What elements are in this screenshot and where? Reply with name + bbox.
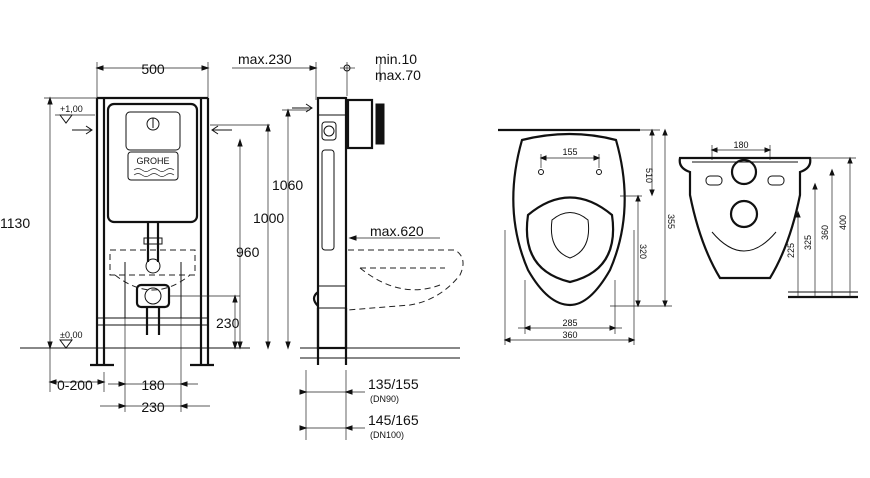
dim-h1000: 1000 — [253, 210, 284, 226]
dim-offset: 0-200 — [57, 377, 93, 393]
dim-dn90-range: 135/155 — [368, 376, 419, 392]
dim-bolt-spacing: 155 — [562, 147, 577, 157]
dim-seat: 320 — [638, 244, 648, 259]
dim-width-outer: 360 — [562, 330, 577, 340]
dim-spacing-outer: 230 — [141, 399, 165, 415]
dim-top-width: 180 — [733, 140, 748, 150]
dim-h960: 960 — [236, 244, 260, 260]
dim-spacing-inner: 180 — [141, 377, 165, 393]
dim-h325: 325 — [803, 235, 813, 250]
dim-max-depth: max.230 — [238, 51, 292, 67]
dim-wall-min: min.10 — [375, 51, 417, 67]
dim-h400: 400 — [838, 215, 848, 230]
dim-wall-max: max.70 — [375, 67, 421, 83]
bowl-side-view: 180 225 325 360 400 — [678, 140, 858, 299]
dim-dn100-label: (DN100) — [370, 430, 404, 440]
dim-h1060: 1060 — [272, 177, 303, 193]
brand-label: GROHE — [136, 156, 169, 166]
dim-dn100-range: 145/165 — [368, 412, 419, 428]
dim-width-top: 500 — [141, 61, 165, 77]
dim-height-total: 1130 — [0, 215, 30, 231]
dim-length: 355 — [666, 214, 676, 229]
dim-h225: 225 — [786, 243, 796, 258]
level-top: +1,00 — [60, 104, 83, 114]
dim-max-projection: max.620 — [370, 223, 424, 239]
dim-h360: 360 — [820, 225, 830, 240]
dim-depth: 510 — [644, 168, 654, 183]
dim-dn90-label: (DN90) — [370, 394, 399, 404]
dim-width-inner: 285 — [562, 318, 577, 328]
dim-drain-height: 230 — [216, 315, 240, 331]
level-floor: ±0,00 — [60, 330, 82, 340]
top-view: 155 510 355 320 285 360 — [498, 128, 676, 345]
side-view: max.230 min.10 max.70 max.620 — [232, 51, 464, 440]
front-view: GROHE 500 1130 — [0, 61, 310, 415]
